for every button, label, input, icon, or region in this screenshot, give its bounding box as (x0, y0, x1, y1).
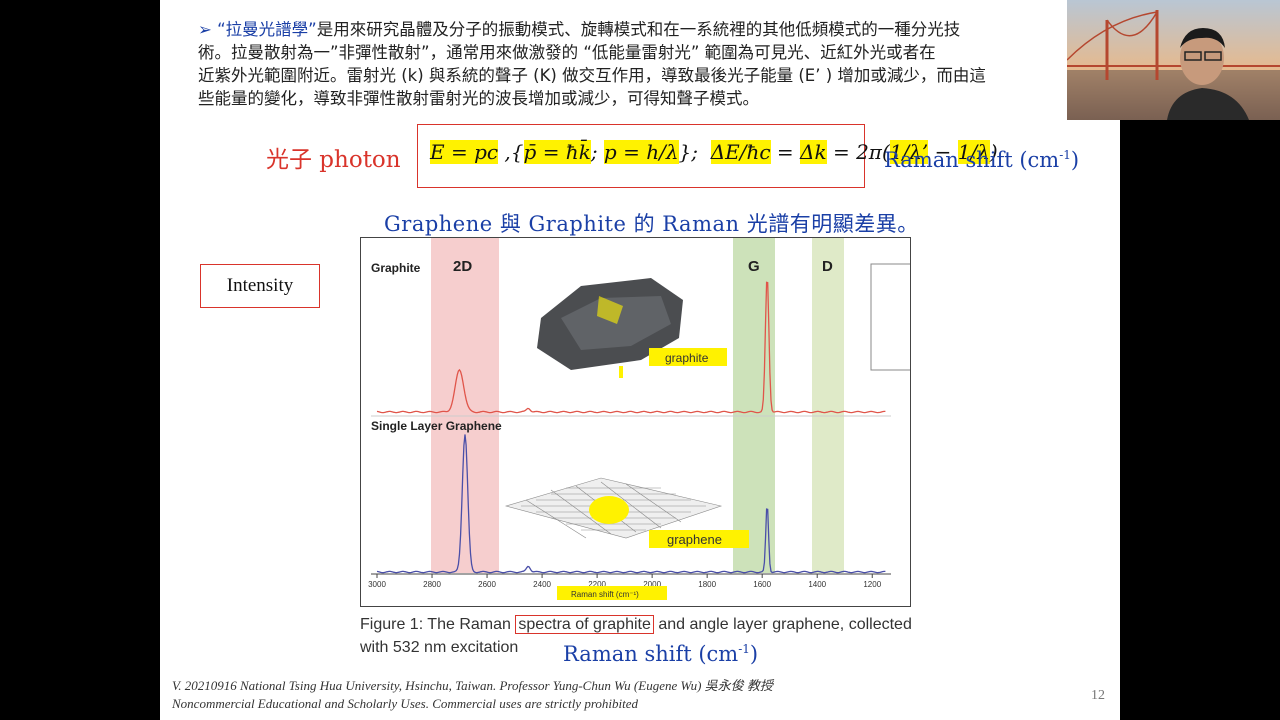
paragraph-line-1: 是用來研究晶體及分子的振動模式、旋轉模式和在一系統裡的其他低頻模式的一種分光技 (316, 20, 961, 39)
paragraph-line-4: 些能量的變化，導致非彈性散射雷射光的波長增加或減少，可得知聲子模式。 (198, 89, 759, 108)
raman-shift-bottom: Raman shift (cm-1) (563, 642, 759, 666)
intro-paragraph: ➢ “拉曼光譜學”是用來研究晶體及分子的振動模式、旋轉模式和在一系統裡的其他低頻… (198, 18, 1078, 110)
x-tick-label: 2600 (478, 580, 496, 589)
presenter-video (1067, 0, 1280, 120)
raman-shift-top: Raman shift (cm-1) (884, 148, 1080, 172)
band-2d (431, 238, 499, 573)
x-tick-label: 1600 (753, 580, 771, 589)
bullet-marker: ➢ (198, 20, 212, 39)
x-tick-label: 2400 (533, 580, 551, 589)
graphite-tag-highlight (649, 348, 727, 366)
band-d (812, 238, 844, 573)
graphite-tag: graphite (665, 351, 709, 365)
x-tick-label: 2800 (423, 580, 441, 589)
photon-equation: E = pc ,{p̄ = ħk̄; p = h/λ}; ΔE/ħc = Δk … (430, 140, 998, 164)
single-layer-label: Single Layer Graphene (371, 419, 502, 433)
caption-line-2: with 532 nm excitation (360, 639, 519, 656)
band-d-label: D (822, 258, 833, 275)
graphite-spectrum (376, 281, 886, 414)
graphene-highlight (589, 496, 629, 524)
caption-pre: Figure 1: The Raman (360, 616, 511, 633)
equation-box: E = pc ,{p̄ = ħk̄; p = h/λ}; ΔE/ħc = Δk … (417, 124, 998, 188)
x-tick-label: 3000 (368, 580, 386, 589)
x-tick-label: 1200 (863, 580, 881, 589)
graphene-spectrum (376, 434, 886, 574)
paragraph-line-2: 術。拉曼散射為一”非彈性散射”，通常用來做激發的 “低能量雷射光” 範圍為可見光… (198, 43, 936, 62)
footer-line-1: V. 20210916 National Tsing Hua Universit… (172, 678, 773, 693)
presenter-avatar (1167, 28, 1249, 120)
x-axis-label: Raman shift (cm⁻¹) (571, 590, 639, 599)
bridge-icon (1067, 10, 1280, 80)
caption-boxed: spectra of graphite (515, 615, 654, 634)
graphene-tag: graphene (667, 532, 722, 547)
band-2d-label: 2D (453, 258, 472, 275)
x-tick-label: 2200 (588, 580, 606, 589)
slide: ➢ “拉曼光譜學”是用來研究晶體及分子的振動模式、旋轉模式和在一系統裡的其他低頻… (160, 0, 1120, 720)
graphite-label: Graphite (371, 261, 421, 275)
footer: V. 20210916 National Tsing Hua Universit… (172, 677, 773, 713)
band-g-label: G (748, 258, 760, 275)
page-number: 12 (1091, 688, 1105, 703)
raman-term: “拉曼光譜學” (217, 20, 317, 39)
figure-caption: Figure 1: The Raman spectra of graphite … (360, 613, 920, 659)
x-tick-label: 2000 (643, 580, 661, 589)
x-tick-label: 1400 (808, 580, 826, 589)
footer-line-2: Noncommercial Educational and Scholarly … (172, 696, 639, 711)
webcam-overlay (1067, 0, 1280, 120)
comparison-subtitle: Graphene 與 Graphite 的 Raman 光譜有明顯差異。 (384, 212, 919, 236)
photon-label: 光子 photon (266, 147, 401, 173)
omnic-logo (870, 263, 910, 371)
graphene-tag-highlight (649, 530, 749, 548)
x-tick-label: 1800 (698, 580, 716, 589)
graphite-rock-image (537, 278, 683, 370)
axis-label-highlight (557, 586, 667, 600)
caption-post: and angle layer graphene, collected (658, 616, 912, 633)
x-axis-ticks: 3000 2800 2600 2400 2200 2000 1800 1600 1400 1200 (368, 574, 882, 589)
raman-spectra-figure: 2D G D Graphite Single Layer Graphene gr… (360, 237, 911, 607)
spectra-svg: 2D G D Graphite Single Layer Graphene gr… (368, 238, 910, 600)
paragraph-line-3: 近紫外光範圍附近。雷射光 (k) 與系統的聲子 (K) 做交互作用，導致最後光子… (198, 66, 986, 85)
intensity-box: Intensity (200, 264, 320, 308)
